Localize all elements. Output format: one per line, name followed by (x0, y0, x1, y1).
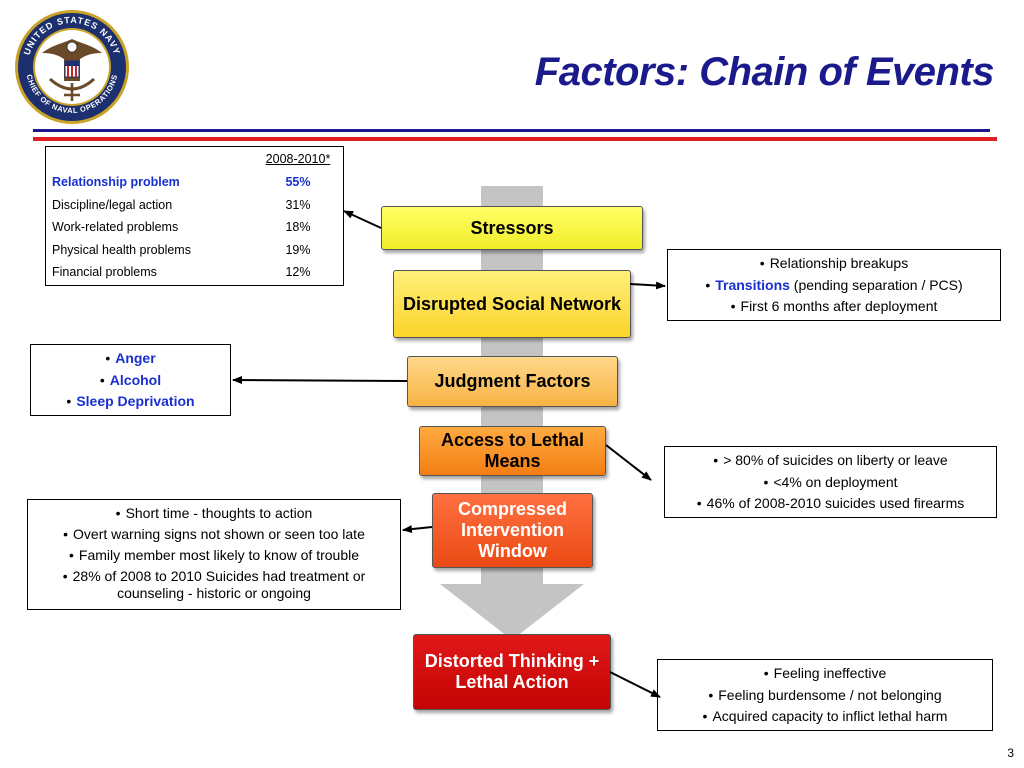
arrow-disrupted-to-relationship (629, 281, 666, 290)
bullet-item: •<4% on deployment (763, 473, 898, 490)
table-row-value: 31% (285, 197, 311, 212)
page-number: 3 (1007, 746, 1014, 760)
table-row-value: 12% (285, 265, 311, 280)
arrow-judgment-to-anger (232, 376, 408, 385)
table-header-row: 2008-2010* (46, 147, 343, 171)
intervention-window-bullets-box: •Short time - thoughts to action •Overt … (27, 499, 401, 610)
bullet-item: •Overt warning signs not shown or seen t… (63, 526, 365, 542)
arrow-access-to-liberty (605, 444, 652, 481)
access-to-lethal-means-box: Access to Lethal Means (419, 426, 606, 476)
bullet-item: •Acquired capacity to inflict lethal har… (702, 708, 948, 724)
bullet-item: •Anger (105, 350, 156, 366)
table-row-label: Physical health problems (52, 242, 191, 257)
table-row-label: Financial problems (52, 265, 157, 280)
distorted-thinking-box: Distorted Thinking + Lethal Action (413, 634, 611, 710)
table-row: Relationship problem 55% (46, 171, 343, 194)
table-row: Financial problems 12% (46, 261, 343, 284)
table-header-empty (46, 147, 253, 171)
table-row-value: 55% (285, 175, 311, 190)
bullet-item: •Relationship breakups (759, 255, 909, 271)
table-header-period: 2008-2010* (265, 152, 331, 166)
distorted-thinking-bullets-box: •Feeling ineffective •Feeling burdensome… (657, 659, 993, 731)
stressors-table: 2008-2010* Relationship problem 55% Disc… (45, 146, 344, 286)
bullet-item: •Transitions (pending separation / PCS) (705, 276, 963, 293)
table-row-label: Discipline/legal action (52, 197, 173, 212)
table-row-label: Work-related problems (52, 220, 179, 235)
bullet-item: •Sleep Deprivation (66, 393, 195, 409)
bullet-item: •28% of 2008 to 2010 Suicides had treatm… (62, 568, 366, 601)
bullet-item: •Short time - thoughts to action (115, 505, 313, 521)
arrow-compressed-to-short (402, 525, 433, 534)
table-row: Discipline/legal action 31% (46, 194, 343, 217)
disrupted-social-network-box: Disrupted Social Network (393, 270, 631, 338)
bullet-item: •Family member most likely to know of tr… (69, 547, 359, 563)
judgment-bullets-box: •Anger •Alcohol •Sleep Deprivation (30, 344, 231, 416)
header-divider-red (33, 137, 997, 141)
compressed-intervention-window-box: Compressed Intervention Window (432, 493, 593, 568)
arrow-stressors-to-table (343, 210, 382, 229)
table-row: Physical health problems 19% (46, 239, 343, 262)
relationship-bullets-box: •Relationship breakups •Transitions (pen… (667, 249, 1001, 321)
header-divider-blue (33, 129, 990, 132)
bullet-item: •Alcohol (99, 371, 162, 388)
table-row-value: 19% (285, 242, 311, 257)
lethal-means-bullets-box: •> 80% of suicides on liberty or leave •… (664, 446, 997, 518)
page-title: Factors: Chain of Events (534, 50, 995, 94)
bullet-item: •Feeling burdensome / not belonging (708, 686, 942, 703)
bullet-item: •46% of 2008-2010 suicides used firearms (696, 495, 965, 511)
table-row: Work-related problems 18% (46, 216, 343, 239)
stressors-box: Stressors (381, 206, 643, 250)
arrow-distorted-to-feeling (609, 671, 661, 698)
bullet-item: •Feeling ineffective (763, 665, 887, 681)
judgment-factors-box: Judgment Factors (407, 356, 618, 407)
bullet-item: •> 80% of suicides on liberty or leave (713, 452, 948, 468)
flow-down-arrow (440, 186, 584, 640)
table-row-label: Relationship problem (52, 175, 180, 190)
bullet-item: •First 6 months after deployment (730, 298, 938, 314)
table-row-value: 18% (285, 220, 311, 235)
navy-seal-logo: UNITED STATES NAVY CHIEF OF NAVAL OPERAT… (15, 10, 129, 124)
